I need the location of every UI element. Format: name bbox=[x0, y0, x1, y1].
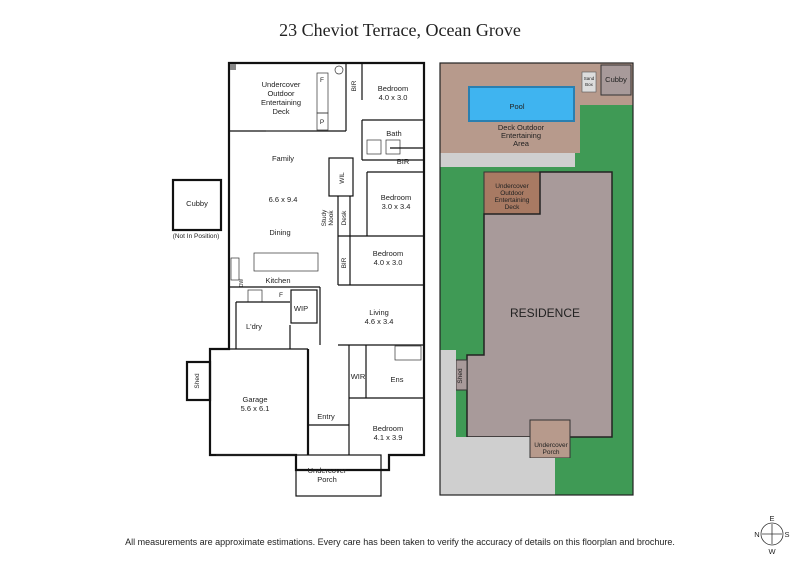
site-label-shed: Shed bbox=[457, 368, 464, 384]
site-label-deck-3: Area bbox=[513, 139, 530, 148]
label-bedroom2-dim: 3.0 x 3.4 bbox=[382, 202, 411, 211]
cubby-outline bbox=[171, 178, 223, 232]
site-plan: Pool Sand Box Cubby Deck Outdoor Enterta… bbox=[439, 62, 634, 496]
label-garage-dim: 5.6 x 6.1 bbox=[241, 404, 270, 413]
site-label-ucdeck-4: Deck bbox=[505, 204, 521, 211]
site-label-deck-1: Deck Outdoor bbox=[498, 123, 545, 132]
compass-w: W bbox=[768, 547, 776, 556]
site-label-deck-2: Entertaining bbox=[501, 131, 541, 140]
site-porch bbox=[529, 419, 571, 459]
disclaimer: All measurements are approximate estimat… bbox=[125, 537, 675, 547]
label-deck-4: Deck bbox=[272, 107, 289, 116]
label-entry: Entry bbox=[317, 412, 335, 421]
label-bedroom4-dim: 4.1 x 3.9 bbox=[374, 433, 403, 442]
site-label-ucdeck-1: Undercover bbox=[495, 183, 529, 190]
label-pantry: P bbox=[320, 119, 324, 126]
label-shed: Shed bbox=[194, 373, 201, 389]
label-nook: Nook bbox=[328, 210, 335, 226]
lot-border bbox=[439, 62, 634, 496]
label-dw: DW bbox=[239, 279, 245, 288]
site-label-cubby: Cubby bbox=[605, 75, 627, 84]
label-family: Family bbox=[272, 154, 294, 163]
label-fridge-2: F bbox=[279, 292, 283, 299]
floor-plan: Undercover Outdoor Entertaining Deck F P… bbox=[171, 61, 426, 497]
pool bbox=[468, 86, 575, 122]
page-title: 23 Cheviot Terrace, Ocean Grove bbox=[279, 20, 521, 40]
label-bir-3: BIR bbox=[341, 257, 348, 268]
label-bedroom3-dim: 4.0 x 3.0 bbox=[374, 258, 403, 267]
sand-box bbox=[581, 71, 597, 93]
site-cubby bbox=[600, 64, 632, 96]
site-undercover-deck bbox=[483, 171, 541, 215]
compass-e: E bbox=[769, 514, 774, 523]
label-kitchen: Kitchen bbox=[265, 276, 290, 285]
label-cubby: Cubby bbox=[186, 199, 208, 208]
site-label-residence: RESIDENCE bbox=[510, 306, 580, 320]
side-path bbox=[440, 153, 575, 167]
site-label-porch-1: Undercover bbox=[534, 442, 568, 449]
label-dining: Dining bbox=[269, 228, 290, 237]
label-family-dim: 6.6 x 9.4 bbox=[269, 195, 298, 204]
label-bedroom1-dim: 4.0 x 3.0 bbox=[379, 93, 408, 102]
label-deck-3: Entertaining bbox=[261, 98, 301, 107]
label-wir: WIR bbox=[351, 372, 366, 381]
residence bbox=[466, 171, 613, 438]
label-bir-2: BIR bbox=[397, 157, 410, 166]
label-study: Study bbox=[321, 209, 328, 226]
label-wil: WIL bbox=[339, 172, 346, 184]
site-label-box: Box bbox=[585, 82, 594, 87]
label-bedroom1: Bedroom bbox=[378, 84, 408, 93]
label-bath: Bath bbox=[386, 129, 401, 138]
site-label-ucdeck-3: Entertaining bbox=[495, 197, 530, 204]
compass-s: S bbox=[784, 530, 789, 539]
site-label-porch-2: Porch bbox=[543, 449, 560, 456]
label-living-dim: 4.6 x 3.4 bbox=[365, 317, 394, 326]
label-fridge: F bbox=[320, 77, 324, 84]
site-label-sand: Sand bbox=[584, 76, 595, 81]
label-wip: WIP bbox=[294, 304, 308, 313]
label-ens: Ens bbox=[391, 375, 404, 384]
label-deck-1: Undercover bbox=[262, 80, 301, 89]
site-label-pool: Pool bbox=[509, 102, 524, 111]
label-ldry: L'dry bbox=[246, 322, 262, 331]
site-label-ucdeck-2: Outdoor bbox=[500, 190, 524, 197]
label-cubby-note: (Not In Position) bbox=[173, 233, 220, 240]
label-bedroom3: Bedroom bbox=[373, 249, 403, 258]
shed-outline bbox=[185, 360, 212, 402]
label-desk: Desk bbox=[341, 210, 348, 226]
porch-outline bbox=[295, 454, 382, 497]
label-deck-2: Outdoor bbox=[267, 89, 295, 98]
label-living: Living bbox=[369, 308, 389, 317]
label-porch-2: Porch bbox=[317, 475, 337, 484]
label-garage: Garage bbox=[242, 395, 267, 404]
compass: N E S W bbox=[754, 514, 789, 556]
label-bedroom2: Bedroom bbox=[381, 193, 411, 202]
label-bedroom4: Bedroom bbox=[373, 424, 403, 433]
compass-n: N bbox=[754, 530, 759, 539]
label-bir-1: BIR bbox=[351, 80, 358, 91]
label-porch-1: Undercover bbox=[308, 466, 347, 475]
